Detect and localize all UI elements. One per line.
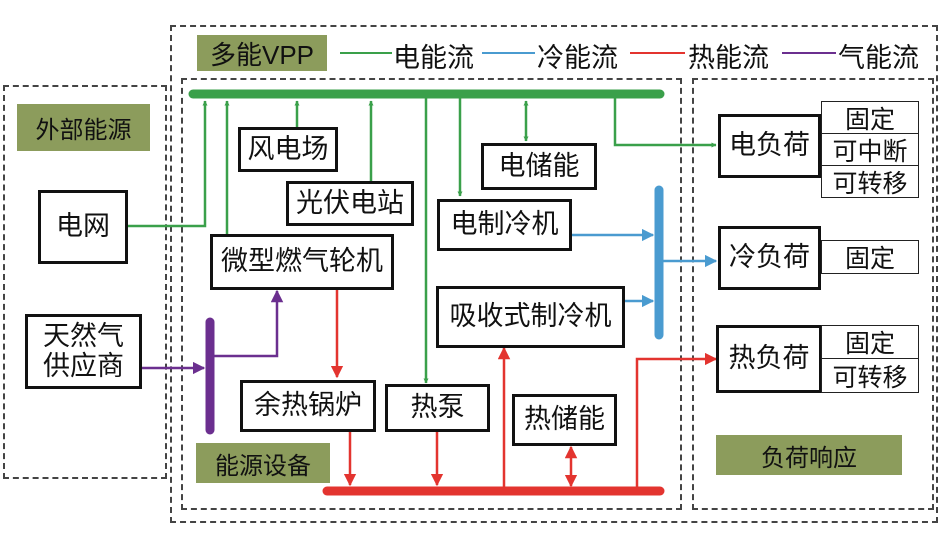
node-pv-station: 光伏电站 <box>286 181 414 226</box>
node-heat-storage-label: 热储能 <box>524 404 605 436</box>
node-absorption-chiller-label: 吸收式制冷机 <box>449 301 612 333</box>
node-waste-heat-boiler: 余热锅炉 <box>240 380 376 432</box>
node-electric-storage: 电储能 <box>481 143 597 190</box>
demand-response-label: 负荷响应 <box>761 443 857 472</box>
wire-grid-to-bus <box>126 100 208 228</box>
wire-bus-to-electric-load <box>613 98 717 148</box>
node-micro-turbine: 微型燃气轮机 <box>210 234 394 290</box>
node-gas-supplier-line2: 供应商 <box>43 350 124 382</box>
vpp-title: 多能VPP <box>209 39 315 70</box>
energy-equipment-frame <box>181 78 682 510</box>
node-gas-supplier-line1: 天然气 <box>43 320 124 352</box>
energy-equipment-tag: 能源设备 <box>196 443 330 483</box>
node-micro-turbine-label: 微型燃气轮机 <box>221 246 383 278</box>
load-electric: 电负荷 <box>718 114 821 178</box>
load-heat-type-fixed: 固定 <box>821 325 919 359</box>
load-cooling-label: 冷负荷 <box>729 242 810 274</box>
node-electric-chiller: 电制冷机 <box>437 199 572 251</box>
legend-cooling-label: 冷能流 <box>537 43 618 74</box>
node-grid: 电网 <box>38 190 128 264</box>
node-wind-farm: 风电场 <box>238 127 338 172</box>
node-electric-storage-label: 电储能 <box>498 150 580 182</box>
legend-electric-label: 电能流 <box>393 43 474 74</box>
load-heat-label: 热负荷 <box>728 343 810 375</box>
demand-response-frame <box>692 78 934 510</box>
legend-gas-label: 气能流 <box>838 43 919 74</box>
load-heat-type-shiftable-label: 可转移 <box>832 362 908 392</box>
node-heat-pump: 热泵 <box>385 384 490 432</box>
load-cooling: 冷负荷 <box>718 226 821 290</box>
load-electric-label: 电负荷 <box>729 130 810 162</box>
wire-heat-bus-to-heat-load <box>635 352 718 488</box>
demand-response-tag: 负荷响应 <box>716 435 902 475</box>
vpp-region-frame <box>170 25 938 523</box>
energy-equipment-label: 能源设备 <box>215 451 311 480</box>
load-heat: 热负荷 <box>716 325 822 393</box>
external-energy-frame <box>3 85 167 479</box>
node-waste-heat-boiler-label: 余热锅炉 <box>254 390 362 422</box>
node-heat-pump-label: 热泵 <box>410 392 465 424</box>
load-heat-type-fixed-label: 固定 <box>844 329 895 358</box>
load-electric-type-fixed-label: 固定 <box>844 104 895 134</box>
load-electric-type-shiftable: 可转移 <box>821 165 919 198</box>
node-heat-storage: 热储能 <box>512 394 617 446</box>
legend-heat-label: 热能流 <box>688 43 769 74</box>
node-pv-station-label: 光伏电站 <box>296 187 404 219</box>
load-cooling-type-fixed: 固定 <box>821 240 919 274</box>
node-electric-chiller-label: 电制冷机 <box>450 209 559 241</box>
node-absorption-chiller: 吸收式制冷机 <box>436 286 625 348</box>
load-electric-type-shiftable-label: 可转移 <box>832 168 908 198</box>
wire-gas-bus-to-turbine <box>214 289 284 358</box>
load-electric-type-interruptible: 可中断 <box>821 133 919 166</box>
node-gas-supplier: 天然气 供应商 <box>25 314 142 389</box>
node-grid-label: 电网 <box>56 211 110 243</box>
node-wind-farm-label: 风电场 <box>247 133 329 165</box>
external-energy-label: 外部能源 <box>35 116 132 144</box>
external-energy-tag: 外部能源 <box>17 104 150 151</box>
load-cooling-type-fixed-label: 固定 <box>844 244 895 273</box>
load-electric-type-fixed: 固定 <box>821 101 919 134</box>
load-heat-type-shiftable: 可转移 <box>821 358 919 393</box>
load-electric-type-interruptible-label: 可中断 <box>832 136 908 166</box>
vpp-title-tag: 多能VPP <box>197 35 327 71</box>
